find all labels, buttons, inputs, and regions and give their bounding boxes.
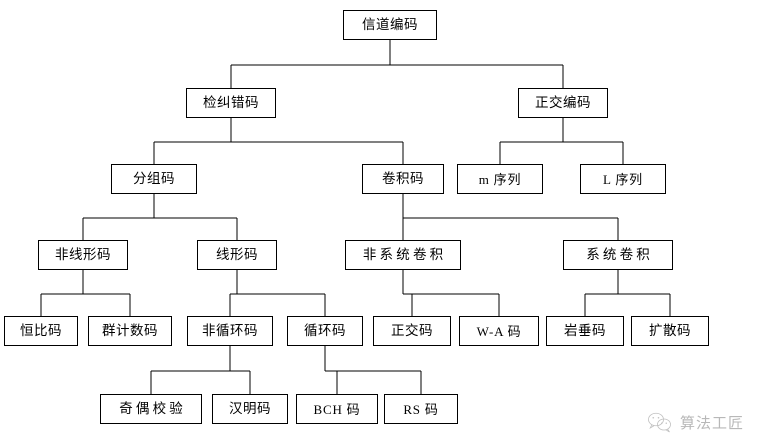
- node-rs: RS 码: [384, 394, 458, 424]
- node-wacode: W-A 码: [459, 316, 539, 346]
- node-orthocode: 正交码: [373, 316, 451, 346]
- node-spread: 扩散码: [631, 316, 709, 346]
- node-cyclic: 循环码: [287, 316, 363, 346]
- node-ratio: 恒比码: [4, 316, 78, 346]
- wechat-logo-icon: [648, 412, 671, 433]
- node-block: 分组码: [111, 164, 197, 194]
- node-conv: 卷积码: [362, 164, 444, 194]
- watermark-text: 算法工匠: [679, 414, 744, 432]
- node-ortho: 正交编码: [518, 88, 608, 118]
- node-bch: BCH 码: [296, 394, 378, 424]
- node-groupcount: 群计数码: [88, 316, 172, 346]
- node-mseq: m 序列: [457, 164, 543, 194]
- node-sysconv: 系统卷积: [563, 240, 673, 270]
- node-parity: 奇偶校验: [100, 394, 202, 424]
- node-root: 信道编码: [343, 10, 437, 40]
- node-iwatate: 岩垂码: [546, 316, 624, 346]
- node-linear: 线形码: [197, 240, 277, 270]
- node-lseq: L 序列: [580, 164, 666, 194]
- node-ecc: 检纠错码: [186, 88, 276, 118]
- node-nonsysconv: 非系统卷积: [345, 240, 461, 270]
- watermark: 算法工匠: [647, 411, 744, 433]
- node-hamming: 汉明码: [212, 394, 288, 424]
- node-nonlinear: 非线形码: [38, 240, 128, 270]
- node-noncyclic: 非循环码: [187, 316, 273, 346]
